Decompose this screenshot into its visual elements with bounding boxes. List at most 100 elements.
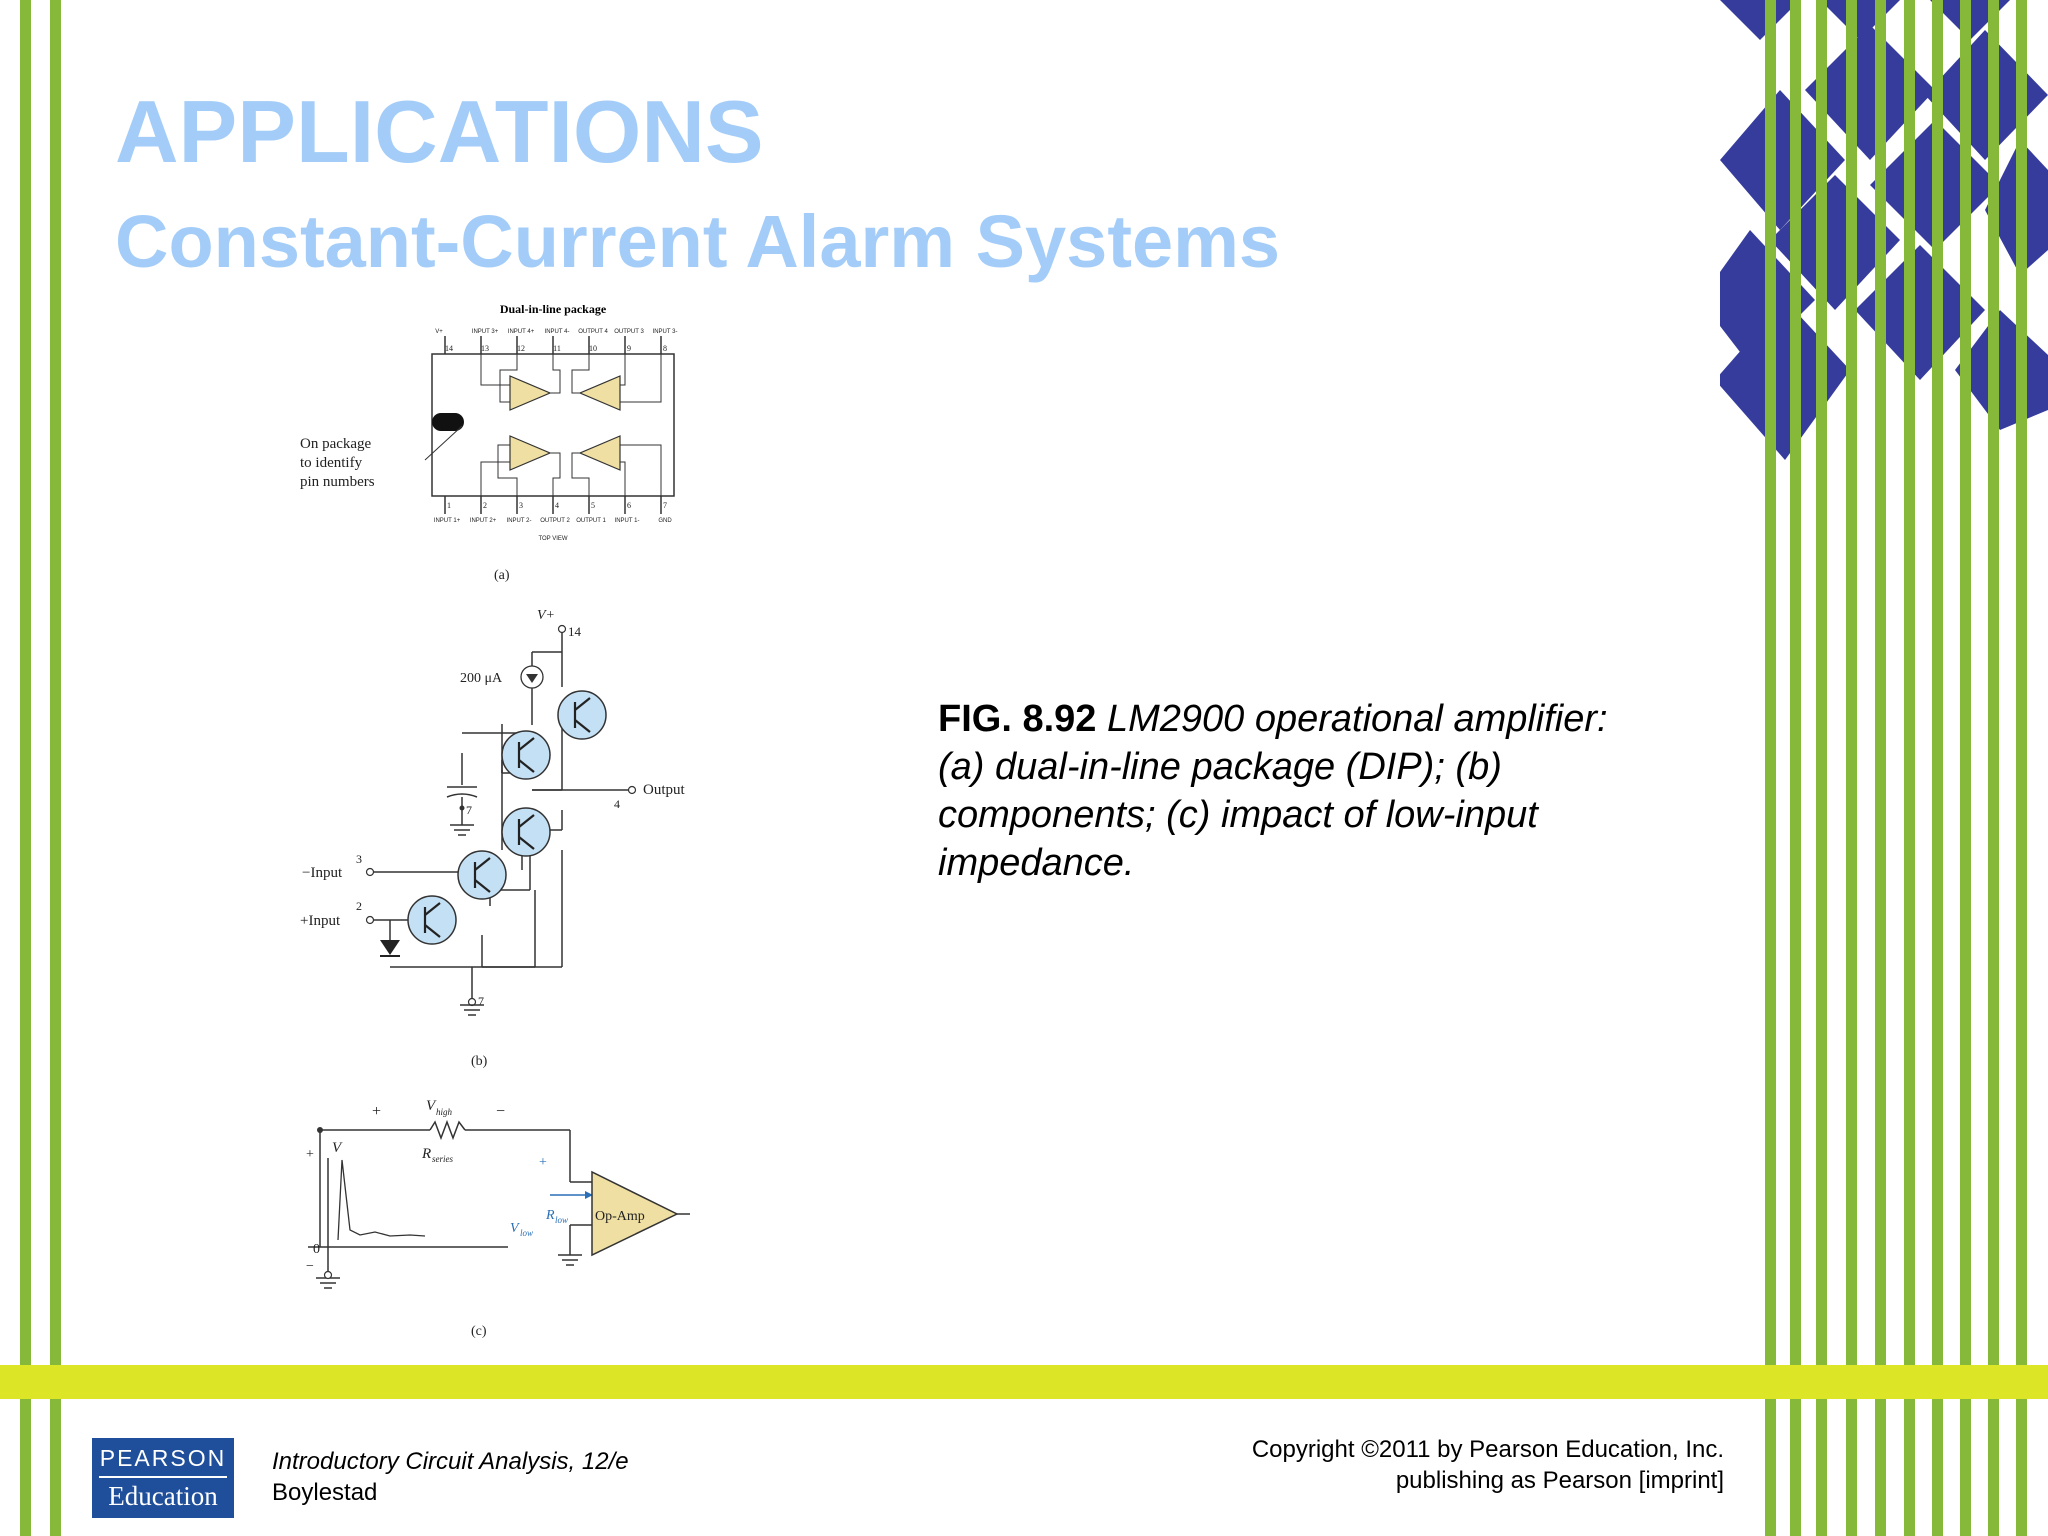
bottom-pin-number: 7 <box>663 501 667 510</box>
bottom-pin-number: 1 <box>447 501 451 510</box>
bottom-pin-number: 6 <box>627 501 631 510</box>
bottom-pin-name: OUTPUT 1 <box>576 518 606 524</box>
ground-pin: 7 <box>478 994 484 1008</box>
pin-notch <box>432 413 464 431</box>
v-high-label: V <box>426 1098 437 1114</box>
book-author: Boylestad <box>272 1479 378 1506</box>
output-pin: 4 <box>614 797 620 811</box>
right-stripes <box>1765 0 2027 1536</box>
slide-title: APPLICATIONS <box>115 82 764 181</box>
opamp-2 <box>509 435 552 471</box>
v-low-label: V <box>510 1221 520 1236</box>
top-pin-number: 9 <box>627 344 631 353</box>
notch-note: pin numbers <box>300 474 375 490</box>
inverting-pin: 3 <box>356 852 362 866</box>
output-label: Output <box>643 782 686 798</box>
slide-subtitle: Constant-Current Alarm Systems <box>115 200 1281 283</box>
footer-band <box>0 1365 2048 1399</box>
transistor <box>557 690 607 740</box>
v-low-sub: low <box>520 1228 533 1238</box>
opamp-triangle <box>591 1170 679 1257</box>
plus-sign: + <box>306 1147 314 1162</box>
opamp-3 <box>578 375 621 411</box>
transistor <box>407 895 457 945</box>
r-series-sub: series <box>432 1154 453 1164</box>
top-pin-number: 10 <box>589 344 597 353</box>
circuit-figure: Dual-in-line package V+ INPUT 3+ INPUT 4… <box>300 302 690 1339</box>
bottom-pin-name: GND <box>658 518 672 524</box>
plus-sign: + <box>372 1103 381 1120</box>
zero-label: 0 <box>313 1242 320 1257</box>
top-pin-name: INPUT 3+ <box>472 329 499 335</box>
figure-caption-text: LM2900 operational amplifier: (a) dual-i… <box>938 698 1608 884</box>
panel-c-impact: + − V high R series + V 0 − + R low V lo… <box>306 1098 690 1339</box>
figure: Dual-in-line package V+ INPUT 3+ INPUT 4… <box>160 290 730 1360</box>
transistor <box>501 807 551 857</box>
top-pin-number: 12 <box>517 344 525 353</box>
transistor <box>501 730 551 780</box>
top-pin-name: INPUT 3- <box>653 329 678 335</box>
current-source-label: 200 μA <box>460 671 503 686</box>
logo-pearson-text: PEARSON <box>99 1446 227 1478</box>
copyright-line-1: Copyright ©2011 by Pearson Education, In… <box>1251 1436 1724 1463</box>
inverting-input-label: −Input <box>302 865 343 881</box>
pearson-logo: PEARSON Education <box>92 1438 234 1518</box>
bottom-pin-number: 4 <box>555 501 559 510</box>
cap-pin: 7 <box>466 803 472 817</box>
opamp-1 <box>578 435 621 471</box>
supply-pin: 14 <box>568 624 582 639</box>
diode <box>380 940 400 955</box>
figure-caption: FIG. 8.92 LM2900 operational amplifier: … <box>938 695 1628 887</box>
noninverting-input-label: +Input <box>300 913 341 929</box>
v-high-sub: high <box>436 1107 453 1117</box>
r-low-label: R <box>545 1208 555 1223</box>
top-pin-name: OUTPUT 4 <box>578 329 608 335</box>
v-label: V <box>332 1140 343 1156</box>
copyright-line-2: publishing as Pearson [imprint] <box>1395 1467 1724 1494</box>
top-pin-number: 11 <box>553 344 561 353</box>
copyright: Copyright ©2011 by Pearson Education, In… <box>1252 1434 1724 1496</box>
r-low-sub: low <box>555 1215 568 1225</box>
top-pin-name: V+ <box>435 329 443 335</box>
bottom-pin-number: 5 <box>591 501 595 510</box>
panel-a-label: (a) <box>494 568 510 583</box>
bottom-pin-number: 2 <box>483 501 487 510</box>
figure-number: FIG. 8.92 <box>938 698 1097 740</box>
top-pin-number: 14 <box>445 344 453 353</box>
bottom-pin-name: OUTPUT 2 <box>540 518 570 524</box>
panel-c-label: (c) <box>471 1324 487 1339</box>
dip-heading: Dual-in-line package <box>500 302 607 316</box>
logo-education-text: Education <box>108 1480 218 1511</box>
bottom-pin-name: INPUT 1- <box>615 518 640 524</box>
r-series-label: R <box>421 1146 431 1162</box>
top-pin-name: INPUT 4- <box>545 329 570 335</box>
minus-sign: − <box>306 1259 314 1274</box>
bottom-pin-number: 3 <box>519 501 523 510</box>
notch-note: to identify <box>300 455 363 471</box>
panel-b-components: V+ 14 200 μA 7 Output 4 −Input 3 +Input … <box>300 608 686 1069</box>
top-pin-name: OUTPUT 3 <box>614 329 644 335</box>
top-pin-number: 8 <box>663 344 667 353</box>
right-decoration <box>1720 0 2048 1536</box>
bottom-pin-name: INPUT 2+ <box>470 518 497 524</box>
plus-sign: + <box>539 1155 547 1170</box>
left-stripe-1 <box>20 0 31 1536</box>
minus-sign: − <box>496 1103 505 1120</box>
panel-a-dip: Dual-in-line package V+ INPUT 3+ INPUT 4… <box>300 302 677 583</box>
notch-note: On package <box>300 436 372 452</box>
opamp-4 <box>509 375 552 411</box>
top-view-label: TOP VIEW <box>538 536 567 542</box>
bottom-pin-name: INPUT 2- <box>507 518 532 524</box>
top-pin-name: INPUT 4+ <box>508 329 535 335</box>
book-info: Introductory Circuit Analysis, 12/e Boyl… <box>272 1446 629 1508</box>
supply-label: V+ <box>537 608 555 623</box>
noninverting-pin: 2 <box>356 899 362 913</box>
panel-b-label: (b) <box>471 1054 488 1069</box>
bottom-pin-name: INPUT 1+ <box>434 518 461 524</box>
dip-body <box>431 353 675 497</box>
book-title: Introductory Circuit Analysis, 12/e <box>272 1448 629 1475</box>
opamp-label: Op-Amp <box>595 1209 645 1224</box>
top-pin-number: 13 <box>481 344 489 353</box>
left-stripe-2 <box>50 0 61 1536</box>
transistor <box>457 850 507 900</box>
